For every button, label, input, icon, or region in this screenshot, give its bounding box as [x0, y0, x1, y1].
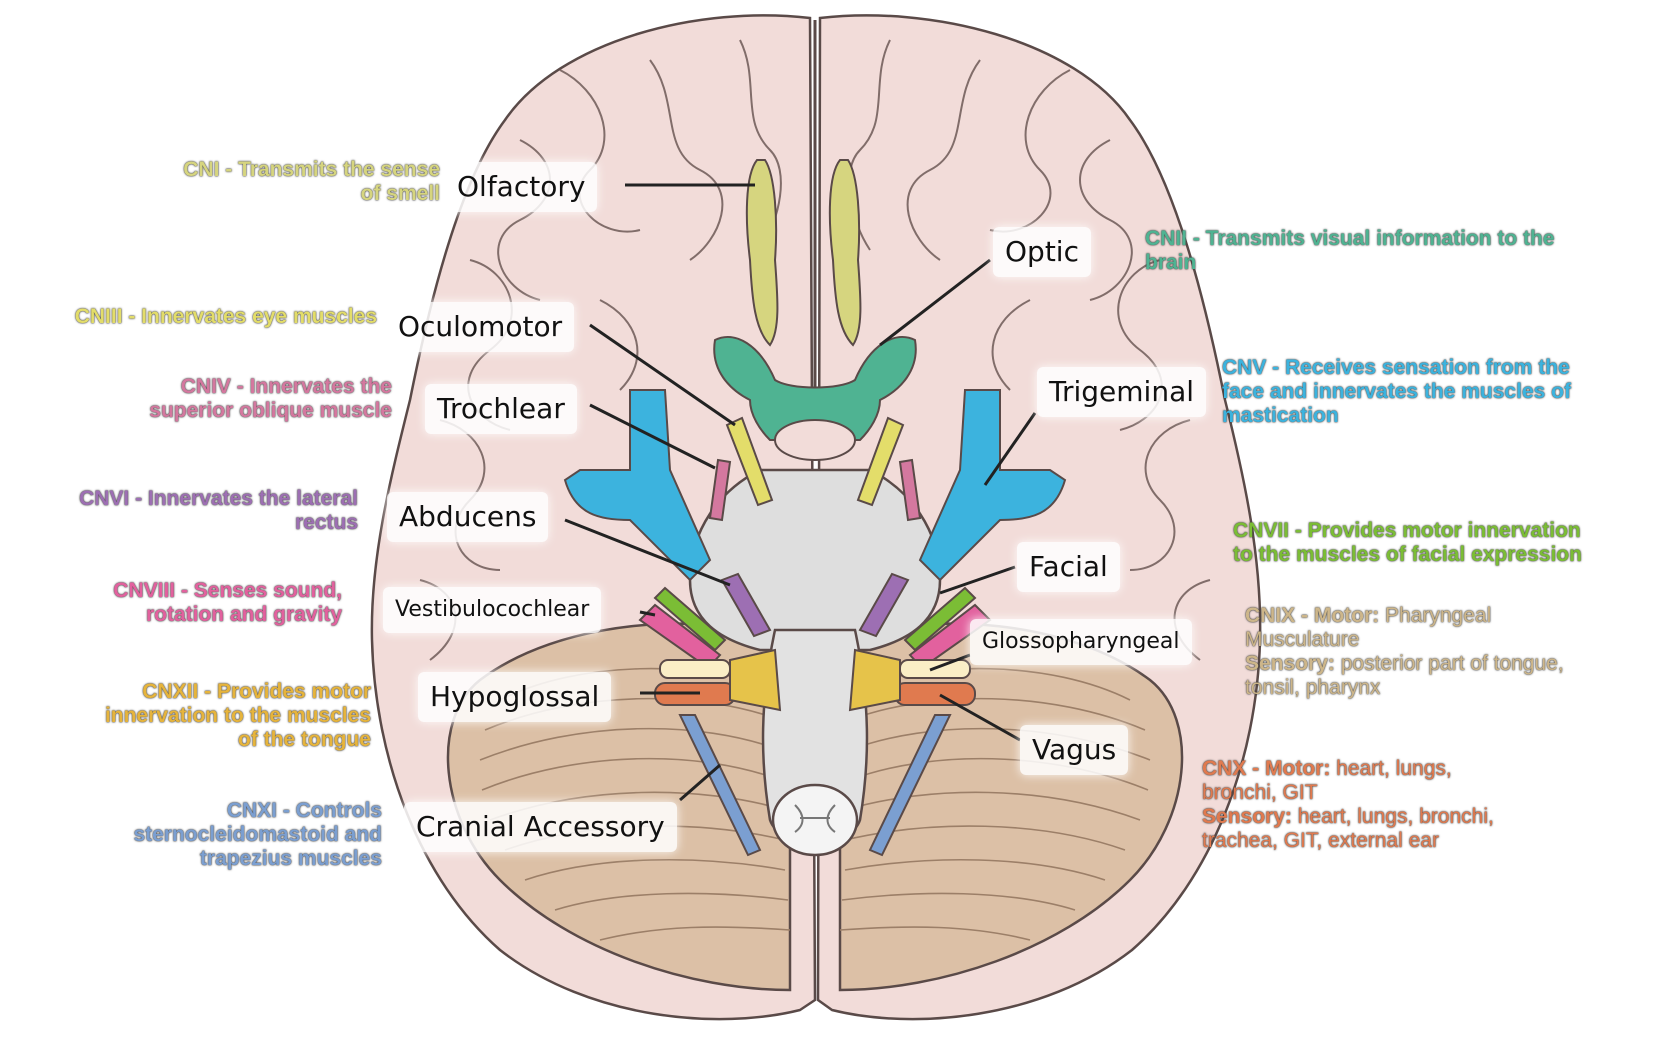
desc-oculomotor: CNIII - Innervates eye muscles — [75, 305, 377, 329]
desc-vagus-bold: CNX - Motor: — [1202, 757, 1330, 780]
desc-optic-line: brain — [1145, 251, 1555, 275]
desc-glossopharyngeal-plain: posterior part of tongue, — [1335, 652, 1564, 675]
desc-trochlear: CNIV - Innervates the superior oblique m… — [149, 375, 392, 423]
desc-glossopharyngeal-line: CNIX - Motor: Pharyngeal — [1245, 604, 1564, 628]
label-cranial-accessory: Cranial Accessory — [404, 802, 677, 852]
desc-accessory-line: sternocleidomastoid and — [133, 823, 382, 847]
label-trochlear: Trochlear — [425, 384, 577, 434]
desc-facial: CNVII - Provides motor innervation to th… — [1233, 519, 1582, 567]
label-oculomotor: Oculomotor — [386, 302, 574, 352]
desc-vagus-line: trachea, GIT, external ear — [1202, 829, 1494, 853]
desc-olfactory-line: of smell — [183, 182, 440, 206]
desc-abducens: CNVI - Innervates the lateral rectus — [79, 487, 358, 535]
desc-vestibulocochlear: CNVIII - Senses sound, rotation and grav… — [113, 579, 342, 627]
desc-glossopharyngeal-plain: tonsil, pharynx — [1245, 676, 1380, 699]
label-facial: Facial — [1017, 542, 1120, 592]
label-vagus: Vagus — [1020, 725, 1128, 775]
label-olfactory: Olfactory — [445, 162, 597, 212]
desc-vagus-line: CNX - Motor: heart, lungs, — [1202, 757, 1494, 781]
desc-glossopharyngeal-plain: Musculature — [1245, 628, 1359, 651]
spinal-cord-section — [773, 785, 857, 855]
desc-glossopharyngeal-line: tonsil, pharynx — [1245, 676, 1564, 700]
desc-vagus: CNX - Motor: heart, lungs, bronchi, GIT … — [1202, 757, 1494, 853]
desc-trigeminal: CNV - Receives sensation from the face a… — [1222, 356, 1571, 428]
desc-hypoglossal: CNXII - Provides motor innervation to th… — [105, 680, 371, 752]
desc-oculomotor-line: CNIII - Innervates eye muscles — [75, 305, 377, 329]
desc-hypoglossal-line: innervation to the muscles — [105, 704, 371, 728]
label-trigeminal: Trigeminal — [1037, 367, 1206, 417]
desc-accessory: CNXI - Controls sternocleidomastoid and … — [133, 799, 382, 871]
desc-glossopharyngeal-bold: CNIX - Motor: — [1245, 604, 1379, 627]
desc-trigeminal-line: mastication — [1222, 404, 1571, 428]
desc-trochlear-line: superior oblique muscle — [149, 399, 392, 423]
desc-vagus-plain: bronchi, GIT — [1202, 781, 1318, 804]
desc-facial-line: CNVII - Provides motor innervation — [1233, 519, 1582, 543]
desc-vagus-plain: heart, lungs, — [1330, 757, 1451, 780]
desc-hypoglossal-line: of the tongue — [105, 728, 371, 752]
desc-vagus-line: Sensory: heart, lungs, bronchi, — [1202, 805, 1494, 829]
label-vestibulocochlear: Vestibulocochlear — [383, 587, 601, 633]
desc-optic: CNII - Transmits visual information to t… — [1145, 227, 1555, 275]
desc-glossopharyngeal-bold: Sensory: — [1245, 652, 1335, 675]
pons — [690, 470, 940, 650]
desc-optic-line: CNII - Transmits visual information to t… — [1145, 227, 1555, 251]
desc-trigeminal-line: face and innervates the muscles of — [1222, 380, 1571, 404]
desc-glossopharyngeal-line: Sensory: posterior part of tongue, — [1245, 652, 1564, 676]
desc-glossopharyngeal-plain: Pharyngeal — [1379, 604, 1491, 627]
label-glossopharyngeal: Glossopharyngeal — [970, 619, 1192, 665]
label-abducens: Abducens — [387, 492, 548, 542]
desc-trochlear-line: CNIV - Innervates the — [149, 375, 392, 399]
desc-glossopharyngeal-line: Musculature — [1245, 628, 1564, 652]
desc-vagus-plain: heart, lungs, bronchi, — [1292, 805, 1494, 828]
desc-facial-line: to the muscles of facial expression — [1233, 543, 1582, 567]
desc-vestibulocochlear-line: rotation and gravity — [113, 603, 342, 627]
desc-abducens-line: CNVI - Innervates the lateral — [79, 487, 358, 511]
desc-vagus-bold: Sensory: — [1202, 805, 1292, 828]
pituitary-stalk — [775, 420, 855, 460]
desc-abducens-line: rectus — [79, 511, 358, 535]
desc-vagus-plain: trachea, GIT, external ear — [1202, 829, 1439, 852]
desc-hypoglossal-line: CNXII - Provides motor — [105, 680, 371, 704]
desc-olfactory-line: CNI - Transmits the sense — [183, 158, 440, 182]
desc-vestibulocochlear-line: CNVIII - Senses sound, — [113, 579, 342, 603]
desc-glossopharyngeal: CNIX - Motor: Pharyngeal Musculature Sen… — [1245, 604, 1564, 700]
desc-accessory-line: CNXI - Controls — [133, 799, 382, 823]
desc-vagus-line: bronchi, GIT — [1202, 781, 1494, 805]
label-optic: Optic — [993, 227, 1091, 277]
desc-accessory-line: trapezius muscles — [133, 847, 382, 871]
desc-olfactory: CNI - Transmits the sense of smell — [183, 158, 440, 206]
label-hypoglossal: Hypoglossal — [418, 672, 611, 722]
desc-trigeminal-line: CNV - Receives sensation from the — [1222, 356, 1571, 380]
